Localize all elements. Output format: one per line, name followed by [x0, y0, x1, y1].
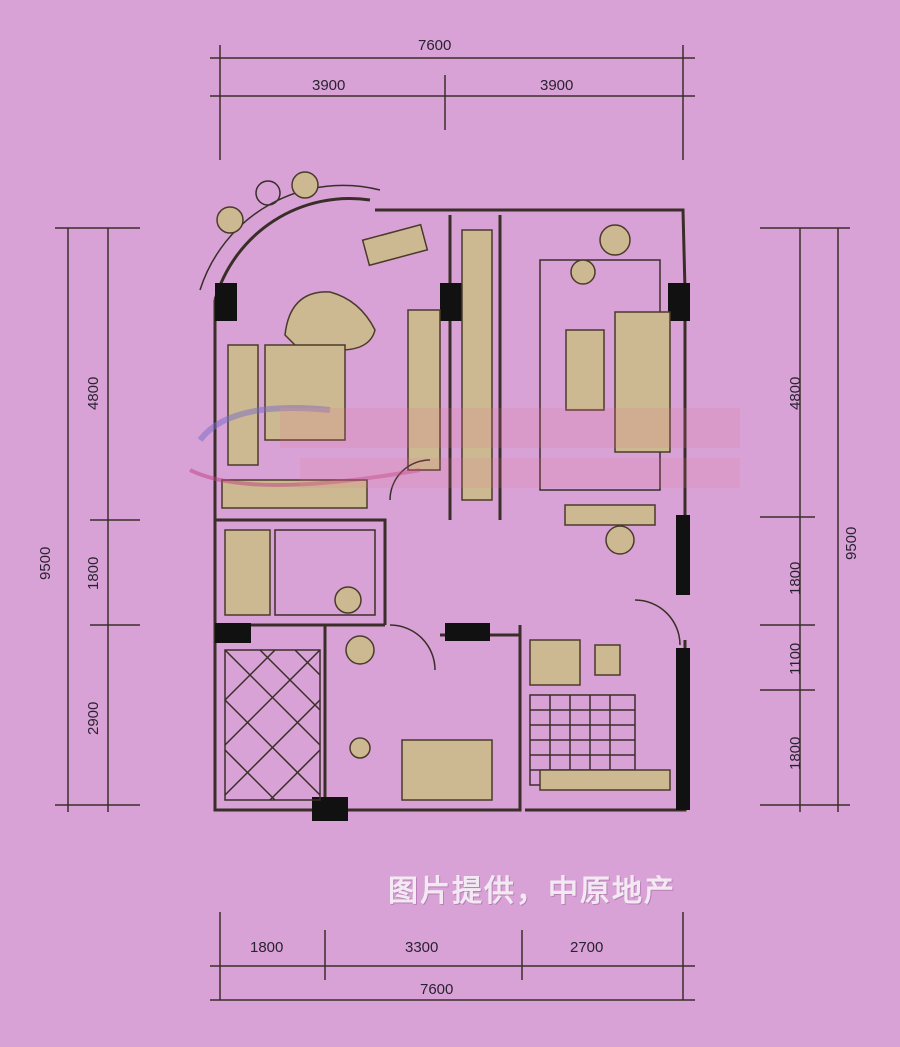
dim-bottom-2: 3300 — [405, 939, 438, 956]
dim-right-4: 1800 — [787, 737, 804, 770]
dim-right-3: 1100 — [787, 643, 804, 675]
furniture — [216, 171, 681, 801]
watermark-logo — [189, 405, 740, 488]
left-dimension: 9500 4800 1800 2900 — [37, 227, 140, 812]
dim-left-2: 1800 — [85, 557, 102, 590]
dim-left-3: 2900 — [85, 702, 102, 735]
top-dimension: 7600 3900 3900 — [210, 37, 695, 160]
dim-left-total: 9500 — [37, 547, 54, 580]
dim-top-1: 3900 — [312, 77, 345, 94]
dim-bottom-1: 1800 — [250, 939, 283, 956]
plant — [216, 206, 244, 234]
dim-right-2: 1800 — [787, 562, 804, 595]
columns — [215, 283, 690, 821]
dim-right-1: 4800 — [787, 377, 804, 410]
dim-top-2: 3900 — [540, 77, 573, 94]
right-dimension: 4800 1800 1100 1800 9500 — [760, 227, 860, 812]
dim-left-1: 4800 — [85, 377, 102, 410]
dim-top-total: 7600 — [418, 37, 451, 54]
dim-bottom-total: 7600 — [420, 981, 453, 998]
dim-bottom-3: 2700 — [570, 939, 603, 956]
bottom-dimension: 1800 3300 2700 7600 — [210, 912, 695, 1001]
dim-right-total: 9500 — [843, 527, 860, 560]
image-credit: 图片提供，中原地产 — [388, 874, 676, 909]
